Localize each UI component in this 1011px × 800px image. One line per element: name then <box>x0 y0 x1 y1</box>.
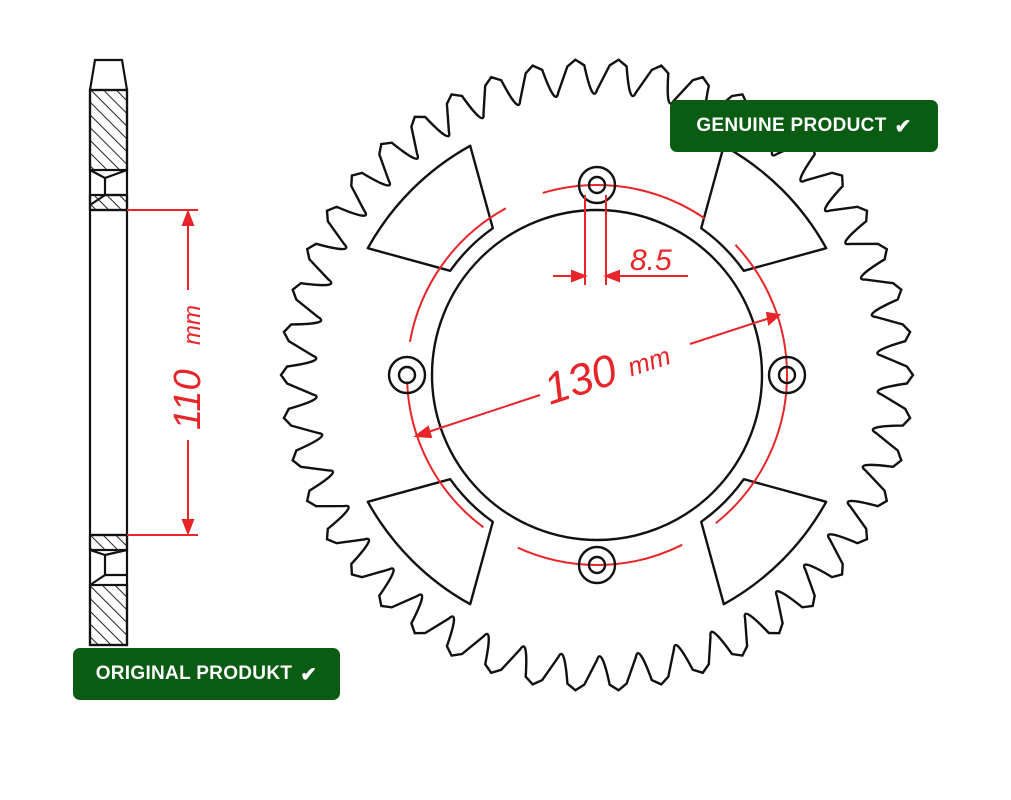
lightening-window <box>700 144 828 272</box>
bolt-hole <box>577 165 617 205</box>
bolt-hole <box>587 175 607 195</box>
bolt-holes <box>387 165 807 585</box>
bolt-hole <box>777 365 797 385</box>
lightening-windows <box>366 144 828 606</box>
check-icon: ✔ <box>894 115 912 138</box>
sprocket-teeth-outline <box>279 58 915 692</box>
side-view <box>88 58 129 647</box>
side-dimension-unit: mm <box>179 305 206 345</box>
bolt-circle <box>406 184 788 566</box>
bolt-hole <box>387 355 427 395</box>
original-produkt-label: ORIGINAL PRODUKT <box>95 663 293 684</box>
genuine-product-badge: GENUINE PRODUCT ✔ <box>670 100 938 152</box>
genuine-product-label: GENUINE PRODUCT <box>696 115 887 136</box>
bolt-circle-dimension-unit: mm <box>624 340 674 382</box>
bolt-hole <box>577 545 617 585</box>
bolt-circle-dimension <box>413 311 782 439</box>
lightening-window <box>700 478 828 606</box>
bolt-hole-dimension-value: 8.5 <box>630 244 672 277</box>
bolt-hole <box>587 555 607 575</box>
side-dimension-value: 110 <box>167 369 209 430</box>
lightening-window <box>366 144 494 272</box>
bolt-hole <box>767 355 807 395</box>
bolt-hole-dimension <box>553 195 688 285</box>
bolt-hole <box>397 365 417 385</box>
original-produkt-badge: ORIGINAL PRODUKT ✔ <box>73 648 340 700</box>
bolt-circle-dimension-value: 130 <box>538 345 623 414</box>
side-dimension <box>127 209 198 536</box>
check-icon: ✔ <box>300 663 318 686</box>
center-bore <box>430 208 764 542</box>
lightening-window <box>366 478 494 606</box>
